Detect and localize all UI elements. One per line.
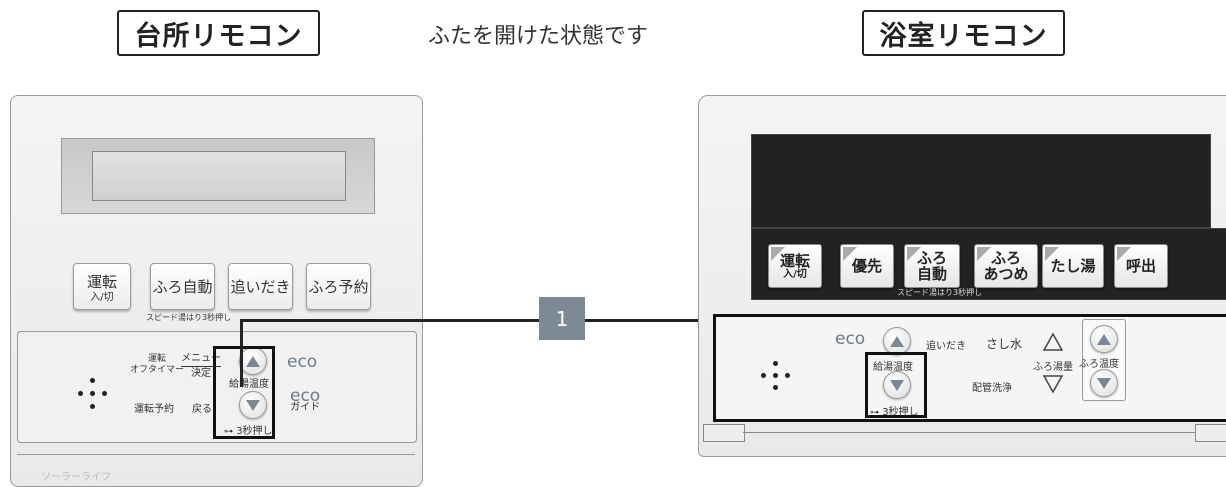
- bath-pipe-clean-button[interactable]: 配管洗浄: [972, 383, 1012, 394]
- bath-volume-up-button[interactable]: [1042, 331, 1064, 353]
- bath-hinge-left: [703, 424, 745, 442]
- bath-reheat-button[interactable]: 追いだき: [926, 341, 966, 352]
- bath-auto-button[interactable]: ふろ自動: [904, 244, 960, 288]
- kitchen-lid-panel: 運転 オフタイマー メニュー 決定 運転予約 戻る 給湯温度 ⊶ 3秒押し ec…: [17, 331, 417, 443]
- bath-priority-button[interactable]: 優先: [840, 244, 894, 288]
- kitchen-schedule-label: 運転予約: [134, 404, 174, 415]
- bath-power-button[interactable]: 運転 入/切: [768, 244, 822, 288]
- kitchen-auto-bath-button[interactable]: ふろ自動: [150, 263, 215, 310]
- kitchen-hot-water-temp-label: 給湯温度: [229, 379, 269, 390]
- up-arrow-icon: [246, 355, 260, 367]
- callout-line-left-drop: [240, 319, 243, 387]
- kitchen-power-label: 運転: [86, 272, 117, 291]
- kitchen-remote-title: 台所リモコン: [117, 10, 320, 56]
- bath-bath-temp-down-button[interactable]: [1090, 369, 1118, 397]
- bath-remote-title: 浴室リモコン: [862, 10, 1065, 56]
- kitchen-lock-note: ⊶ 3秒押し: [224, 426, 273, 437]
- up-arrow-icon: [890, 335, 904, 347]
- bath-bottom-edge: [743, 432, 1195, 433]
- bath-lcd-screen: [751, 134, 1211, 228]
- down-arrow-icon: [1097, 377, 1111, 389]
- kitchen-reheat-button[interactable]: 追いだき: [228, 263, 293, 310]
- kitchen-bath-reserve-button[interactable]: ふろ予約: [306, 263, 371, 310]
- bath-hot-water-temp-label: 給湯温度: [873, 362, 913, 373]
- bath-button-strip: 運転 入/切 優先 ふろ自動 ふろあつめ たし湯 呼出 スピード湯はり3秒押し: [751, 228, 1226, 300]
- bath-lid-panel: eco 給湯温度 ⊶ 3秒押し 追いだき さし水 配管洗浄 ふろ湯量: [713, 314, 1226, 422]
- bath-speed-note: スピード湯はり3秒押し: [897, 288, 983, 297]
- bath-priority-label: 優先: [851, 257, 882, 275]
- bath-hinge-right: [1195, 424, 1226, 442]
- bath-volume-label: ふろ湯量: [1033, 362, 1073, 373]
- key-icon: ⊶: [224, 427, 233, 437]
- bath-lock-note: ⊶ 3秒押し: [870, 407, 919, 418]
- key-icon: ⊶: [870, 408, 879, 418]
- kitchen-eco-guide-button[interactable]: eco ガイド: [290, 386, 321, 414]
- kitchen-lcd-screen: [92, 151, 346, 201]
- bath-temp-down-button[interactable]: [883, 371, 911, 399]
- kitchen-bottom-text: ソーラーライフ: [41, 472, 111, 483]
- bath-call-label: 呼出: [1125, 257, 1156, 275]
- bath-remote-body: 運転 入/切 優先 ふろ自動 ふろあつめ たし湯 呼出 スピード湯はり3秒押し: [698, 95, 1226, 457]
- bath-call-button[interactable]: 呼出: [1114, 244, 1168, 288]
- bath-bath-temp-label: ふろ温度: [1079, 359, 1119, 370]
- kitchen-back-label: 戻る: [192, 404, 212, 415]
- kitchen-speed-note: スピード湯はり3秒押し: [146, 313, 232, 322]
- bath-eco-button[interactable]: eco: [835, 329, 866, 349]
- kitchen-power-sublabel: 入/切: [90, 291, 114, 303]
- bath-temp-up-button[interactable]: [883, 327, 911, 355]
- callout-line-left: [240, 319, 539, 322]
- kitchen-reheat-label: 追いだき: [230, 278, 291, 296]
- kitchen-temp-up-button[interactable]: [239, 347, 267, 375]
- bath-volume-down-button[interactable]: [1042, 373, 1064, 395]
- kitchen-bath-reserve-label: ふろ予約: [308, 278, 369, 296]
- kitchen-menu-decide-label: メニュー 決定: [181, 353, 221, 379]
- bath-heat-button[interactable]: ふろあつめ: [974, 244, 1038, 288]
- bath-temp-highlight: [865, 352, 927, 418]
- kitchen-remote-body: 運転 入/切 ふろ自動 追いだき ふろ予約 スピード湯はり3秒押し 運転 オフタ…: [10, 95, 423, 487]
- kitchen-bottom-strip: [17, 454, 415, 485]
- callout-number-badge: 1: [539, 297, 585, 340]
- kitchen-lcd-frame: [61, 138, 375, 214]
- up-arrow-icon: [1097, 333, 1111, 345]
- down-arrow-icon: [890, 379, 904, 391]
- bath-add-water-button[interactable]: さし水: [986, 337, 1023, 351]
- outline-up-arrow-icon: [1042, 332, 1064, 351]
- down-arrow-icon: [246, 399, 260, 411]
- bath-add-hot-label: たし湯: [1050, 257, 1096, 275]
- bath-add-hot-button[interactable]: たし湯: [1042, 244, 1104, 288]
- kitchen-temp-down-button[interactable]: [239, 391, 267, 419]
- kitchen-eco-button[interactable]: eco: [287, 352, 318, 372]
- kitchen-operation-timer-label: 運転 オフタイマー: [130, 354, 185, 375]
- outline-down-arrow-icon: [1042, 375, 1064, 394]
- bath-bath-temp-up-button[interactable]: [1090, 325, 1118, 353]
- kitchen-auto-bath-label: ふろ自動: [152, 278, 213, 296]
- lid-open-caption: ふたを開けた状態です: [428, 24, 649, 49]
- bath-power-label: 運転: [779, 251, 810, 270]
- bath-power-sublabel: 入/切: [783, 268, 807, 280]
- kitchen-temp-highlight: [213, 346, 275, 439]
- kitchen-power-button[interactable]: 運転 入/切: [73, 263, 131, 310]
